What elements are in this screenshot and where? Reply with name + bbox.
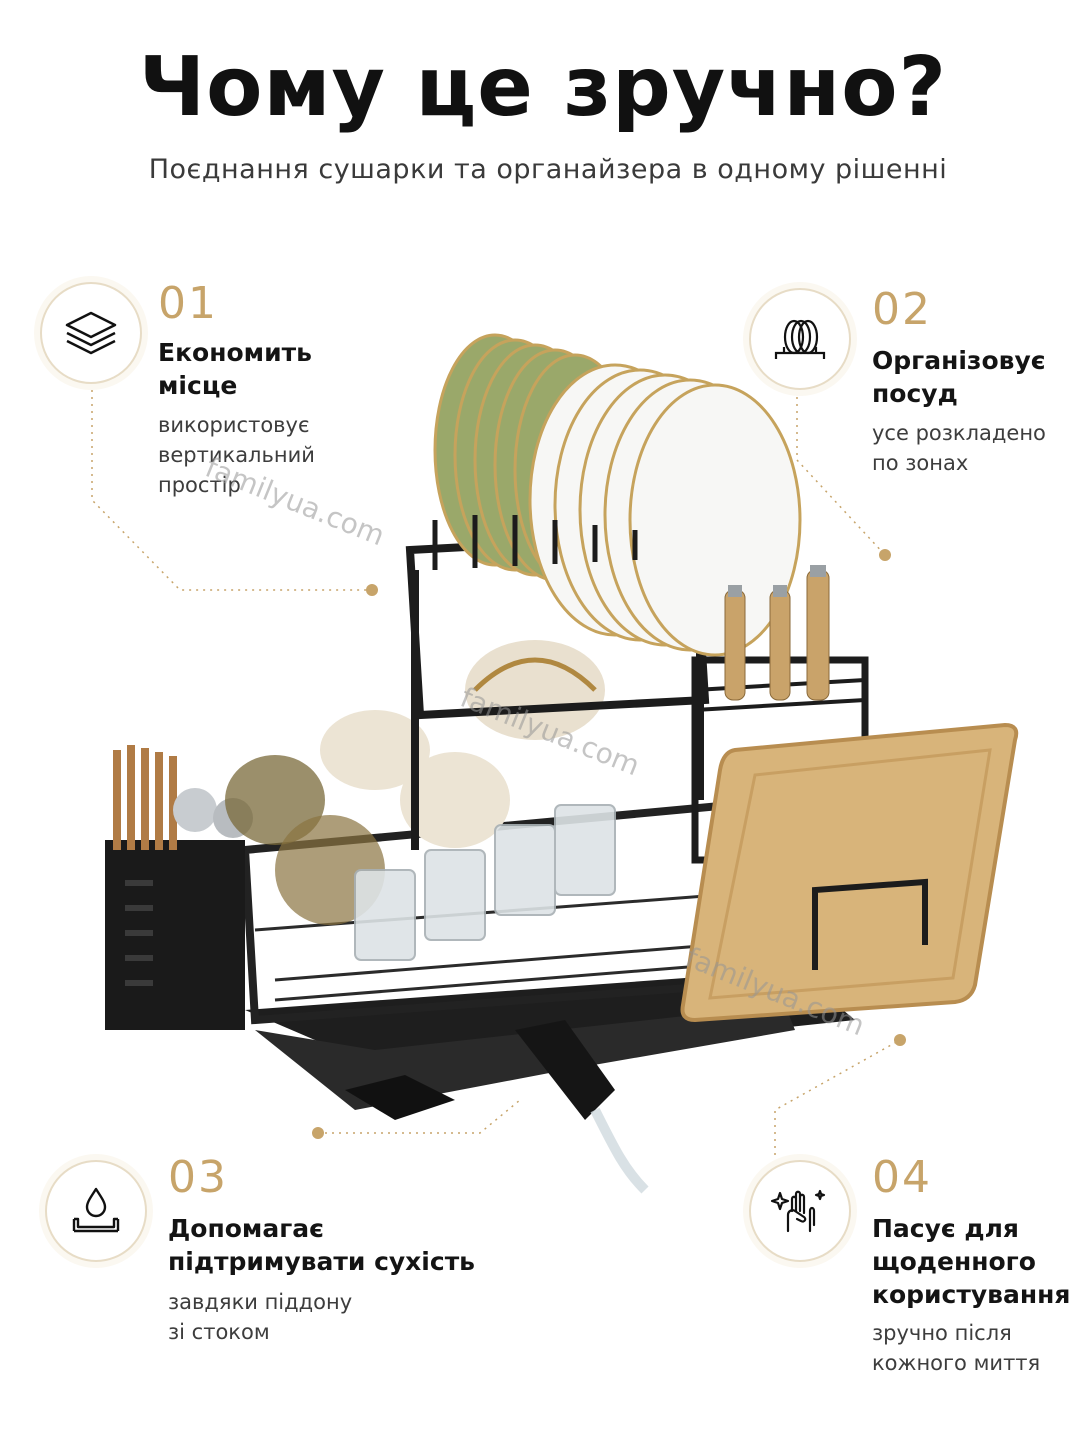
feature-title: Пасує для щоденного користування xyxy=(872,1212,1070,1311)
feature-description: зручно після кожного миття xyxy=(872,1318,1040,1378)
feature-desc-line: по зонах xyxy=(872,451,969,475)
feature-badge-01 xyxy=(40,282,142,384)
feature-desc-line: вертикальний xyxy=(158,443,315,467)
page-subtitle: Поєднання сушарки та органайзера в одном… xyxy=(148,154,948,185)
dish-rack-illustration xyxy=(105,333,1019,1194)
feature-title: Організовує посуд xyxy=(872,344,1046,410)
feature-title: Економить місце xyxy=(158,336,312,402)
feature-title: Допомагає підтримувати сухість xyxy=(168,1212,475,1278)
feature-desc-line: кожного миття xyxy=(872,1351,1041,1375)
feature-badge-02 xyxy=(749,288,851,390)
hands-sparkle-icon xyxy=(770,1189,826,1233)
feature-title-line: місце xyxy=(158,371,238,400)
feature-title-line: посуд xyxy=(872,379,958,408)
feature-title-line: Пасує для xyxy=(872,1214,1019,1243)
feature-number: 01 xyxy=(158,278,218,329)
feature-number: 02 xyxy=(872,284,932,335)
feature-number: 04 xyxy=(872,1152,932,1203)
feature-badge-04 xyxy=(749,1160,851,1262)
feature-desc-line: простір xyxy=(158,473,241,497)
feature-badge-03 xyxy=(45,1160,147,1262)
feature-desc-line: усе розкладено xyxy=(872,421,1046,445)
feature-desc-line: завдяки піддону xyxy=(168,1290,353,1314)
drop-tray-icon xyxy=(72,1187,120,1233)
feature-title-line: Організовує xyxy=(872,346,1046,375)
feature-title-line: підтримувати сухість xyxy=(168,1247,475,1276)
feature-desc-line: зручно після xyxy=(872,1321,1012,1345)
feature-title-line: щоденного xyxy=(872,1247,1036,1276)
feature-description: завдяки піддону зі стоком xyxy=(168,1287,352,1347)
plates-rack-icon xyxy=(774,319,826,359)
feature-title-line: користування xyxy=(872,1280,1071,1309)
feature-desc-line: зі стоком xyxy=(168,1320,270,1344)
feature-title-line: Допомагає xyxy=(168,1214,324,1243)
feature-desc-line: використовує xyxy=(158,413,310,437)
layers-icon xyxy=(65,311,117,355)
feature-description: використовує вертикальний простір xyxy=(158,410,315,500)
feature-description: усе розкладено по зонах xyxy=(872,418,1046,478)
page-title: Чому це зручно? xyxy=(138,40,948,135)
feature-number: 03 xyxy=(168,1152,228,1203)
feature-title-line: Економить xyxy=(158,338,312,367)
